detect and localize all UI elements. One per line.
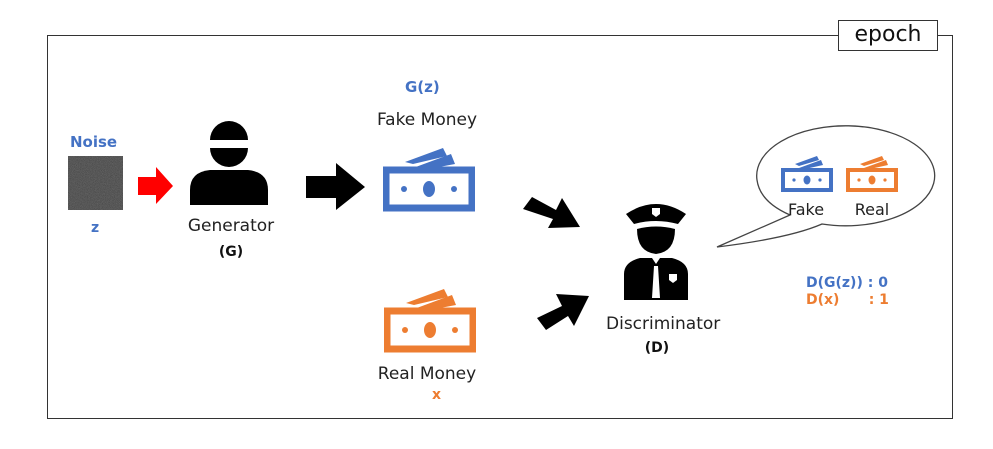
noise-image [68,156,123,210]
noise-title: Noise [70,133,118,151]
fake-money-symbol: G(z) [405,78,440,96]
speech-bubble [716,125,936,248]
real-money-icon [384,289,476,353]
discriminator-label: Discriminator [606,314,721,334]
noise-symbol: z [91,220,100,236]
speech-real-label: Real [854,200,890,219]
generator-person-icon [190,121,268,205]
speech-real-money-icon [846,156,898,192]
arrow-down-right-icon [523,197,580,228]
speech-fake-money-icon [781,156,833,192]
epoch-frame [47,35,953,419]
discriminator-police-icon [624,204,688,300]
speech-fake-label: Fake [787,200,825,219]
arrow-right-icon [306,163,365,210]
output-real-score: D(x) : 1 [806,292,889,308]
noise-texture [68,156,123,210]
generator-symbol: (G) [218,244,244,260]
fake-money-label: Fake Money [376,110,478,130]
red-arrow-icon [138,167,173,204]
arrow-up-right-icon [537,294,589,330]
fake-money-icon [383,148,475,212]
output-fake-score: D(G(z)) : 0 [806,275,888,291]
real-money-symbol: x [432,387,442,403]
generator-label: Generator [187,216,275,236]
real-money-label: Real Money [377,364,477,384]
epoch-label: epoch [838,20,938,51]
discriminator-symbol: (D) [644,340,670,356]
